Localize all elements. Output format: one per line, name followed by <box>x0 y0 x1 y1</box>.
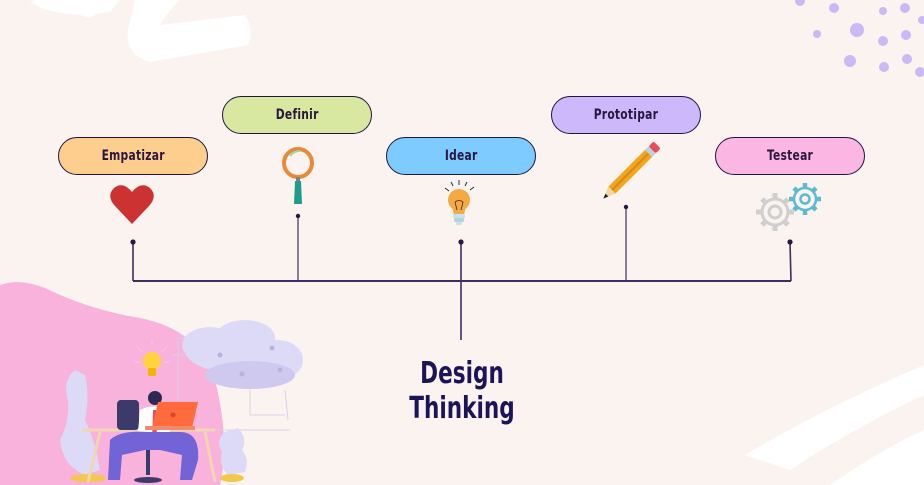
gears-icon <box>756 183 821 231</box>
stage-empatizar[interactable]: Empatizar <box>58 137 208 175</box>
stage-label: Idear <box>444 148 478 164</box>
decorative-dots <box>795 0 924 77</box>
stage-label: Testear <box>766 148 814 164</box>
stage-idear[interactable]: Idear <box>386 137 536 175</box>
pencil-icon <box>603 142 660 199</box>
stage-testear[interactable]: Testear <box>715 137 865 175</box>
stage-definir[interactable]: Definir <box>222 96 372 134</box>
brush-stroke <box>127 0 251 62</box>
plant-icon <box>219 428 247 475</box>
heart-icon <box>110 185 154 224</box>
lightbulb-icon <box>444 180 475 225</box>
cloud-icon <box>182 320 303 389</box>
magnifier-icon <box>282 147 314 204</box>
small-lightbulb-icon <box>134 340 170 376</box>
diagram-title-text: Design Thinking <box>409 356 515 426</box>
stage-label: Definir <box>275 107 319 123</box>
plant-icon <box>60 370 100 475</box>
diagram-title: Design Thinking <box>360 356 564 426</box>
stage-prototipar[interactable]: Prototipar <box>551 96 701 134</box>
stage-label: Prototipar <box>593 107 659 123</box>
stage-label: Empatizar <box>101 148 165 164</box>
brush-stroke <box>745 365 924 470</box>
